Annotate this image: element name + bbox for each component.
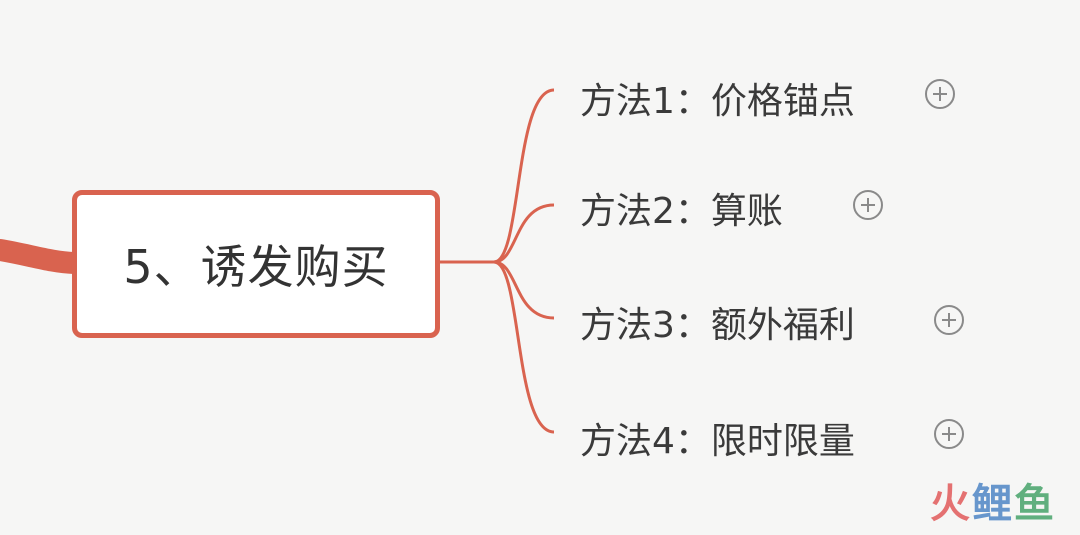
central-topic-label: 5、诱发购买 bbox=[123, 240, 389, 294]
branch-topic-3[interactable]: 方法3：额外福利 bbox=[580, 292, 855, 352]
central-topic-node[interactable]: 5、诱发购买 bbox=[72, 190, 440, 338]
branch-topic-2[interactable]: 方法2：算账 bbox=[580, 178, 783, 238]
connector-branch-4 bbox=[493, 260, 555, 434]
expand-branch-1-circle-plus-icon[interactable] bbox=[925, 79, 955, 109]
watermark-char-3: 鱼 bbox=[1014, 481, 1056, 527]
branch-topic-4-label: 方法4：限时限量 bbox=[580, 421, 855, 462]
watermark-char-1: 火 bbox=[930, 481, 972, 527]
expand-branch-4-circle-plus-icon[interactable] bbox=[934, 419, 964, 449]
connector-branch-2 bbox=[493, 203, 555, 264]
branch-topic-2-label: 方法2：算账 bbox=[580, 191, 783, 232]
branch-topic-1-label: 方法1：价格锚点 bbox=[580, 81, 855, 122]
watermark-char-2: 鲤 bbox=[972, 481, 1014, 527]
branch-topic-4[interactable]: 方法4：限时限量 bbox=[580, 408, 855, 468]
expand-branch-2-circle-plus-icon[interactable] bbox=[853, 190, 883, 220]
connector-branch-1 bbox=[493, 88, 555, 264]
watermark-logo: 火鲤鱼 bbox=[930, 471, 1056, 529]
branch-topic-3-label: 方法3：额外福利 bbox=[580, 305, 855, 346]
expand-branch-3-circle-plus-icon[interactable] bbox=[934, 305, 964, 335]
parent-link bbox=[0, 239, 85, 274]
branch-topic-1[interactable]: 方法1：价格锚点 bbox=[580, 68, 855, 128]
